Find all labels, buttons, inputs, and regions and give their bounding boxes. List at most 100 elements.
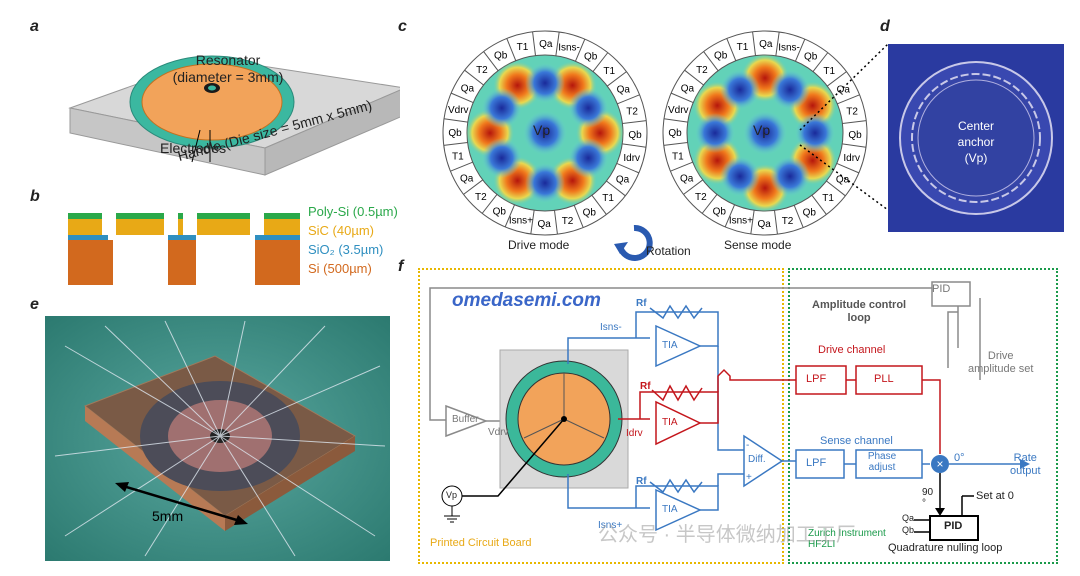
electrode-divider <box>530 210 535 235</box>
drive-channel-label: Drive channel <box>818 344 886 356</box>
tia-mid: TIA <box>662 417 678 428</box>
isns-minus-label: Isns- <box>600 322 622 333</box>
electrode-label: Qb <box>714 51 728 62</box>
layer-legend: Poly-Si (0.5µm) SiC (40µm) SiO₂ (3.5µm) … <box>308 202 398 278</box>
buffer-label: Buffer <box>452 414 479 425</box>
electrode-label: Isns+ <box>729 216 753 227</box>
electrode-divider <box>481 194 498 214</box>
diff-label: Diff. <box>748 454 766 465</box>
electrode-divider <box>606 180 626 197</box>
electrode-divider <box>842 143 867 148</box>
mode-antinode-cold <box>695 113 735 153</box>
electrode-label: Qa <box>539 39 553 50</box>
electrode-label: Qb <box>713 207 727 218</box>
panel-a-label: a <box>30 18 39 35</box>
electrode-divider <box>837 94 860 105</box>
electrode-divider <box>826 71 847 87</box>
panel-a-die-illustration <box>68 55 400 176</box>
deg90-label: 90 ° <box>922 487 933 509</box>
electrode-label: Qa <box>681 83 695 94</box>
rate-output-label: Rate output <box>1010 452 1041 478</box>
sense-channel-label: Sense channel <box>820 435 893 447</box>
electrodes-label: Electrodes <box>160 140 227 156</box>
mode-antinode-cold <box>481 88 522 128</box>
electrode-divider <box>670 161 693 172</box>
qb-out: Qb <box>902 525 915 535</box>
pll-block: PLL <box>874 373 894 385</box>
quad-outputs: Qa Qb <box>902 512 914 536</box>
electrode-label: Qa <box>617 85 631 96</box>
electrode-divider <box>450 161 473 172</box>
set-at-0-label: Set at 0 <box>976 490 1014 502</box>
deg90-1: 90 <box>922 487 934 498</box>
electrode-divider <box>443 142 468 146</box>
electrode-divider <box>573 205 584 228</box>
electrode-divider <box>826 180 846 197</box>
electrode-label: Qa <box>759 39 773 50</box>
electrode-divider <box>450 92 474 103</box>
electrode-label: T1 <box>452 152 464 163</box>
electrode-label: T1 <box>602 193 614 204</box>
electrode-divider <box>812 52 829 72</box>
scale-5mm: 5mm <box>152 508 184 524</box>
drive-amp-set: Drive amplitude set <box>968 350 1033 376</box>
mode-antinode-cold <box>770 69 810 110</box>
electrode-divider <box>775 31 780 56</box>
electrode-label: T1 <box>823 66 835 77</box>
qa-out: Qa <box>902 513 915 523</box>
anchor-line1: Center <box>957 119 995 133</box>
circuit-schematic: × <box>429 281 1030 541</box>
electrode-divider <box>726 38 737 61</box>
electrode-divider <box>663 118 688 123</box>
panel-d-anchor-image <box>888 44 1064 232</box>
drive-vp-label: Vp <box>533 122 551 138</box>
anchor-line3: (Vp) <box>964 151 988 165</box>
zurich-label-2: HF2LI <box>808 539 836 550</box>
phase-1: Phase <box>867 451 897 462</box>
rate-2: output <box>1010 465 1041 477</box>
panel-c-label: c <box>398 18 407 35</box>
rf-top: Rf <box>636 298 647 309</box>
panel-d-label: d <box>880 18 890 35</box>
phase-adjust-block: Phase adjust <box>862 451 902 473</box>
amp-loop-2: loop <box>847 312 871 324</box>
electrode-divider <box>622 143 647 148</box>
amp-loop-1: Amplitude control <box>812 299 907 311</box>
electrode-label: Vdrv <box>668 105 689 116</box>
anchor-line2: anchor <box>957 135 995 149</box>
electrode-label: Qb <box>583 207 597 218</box>
phase-2: adjust <box>868 462 896 473</box>
amp-loop-label: Amplitude control loop <box>812 299 906 325</box>
electrode-label: Qa <box>680 173 694 184</box>
quad-loop-label: Quadrature nulling loop <box>888 542 1003 554</box>
layer-si: Si (500µm) <box>308 261 372 276</box>
mode-antinode-cold <box>481 138 522 178</box>
electrode-label: Qa <box>538 219 552 230</box>
drive-mode-caption: Drive mode <box>508 238 570 252</box>
electrode-label: Qa <box>616 175 630 186</box>
electrode-label: Qa <box>460 173 474 184</box>
rf-mid: Rf <box>640 381 651 392</box>
electrode-divider <box>554 210 558 235</box>
electrode-divider <box>684 69 704 86</box>
electrode-label: T1 <box>737 42 749 53</box>
rotation-arrow-icon <box>614 224 653 261</box>
diff-minus: - <box>746 440 750 451</box>
panel-e-photo <box>45 316 390 561</box>
sense-mode-caption: Sense mode <box>724 238 792 252</box>
electrode-label: T2 <box>476 65 488 76</box>
anchor-text: Center anchor (Vp) <box>936 118 1016 166</box>
deg90-2: ° <box>922 498 926 509</box>
electrode-divider <box>504 204 515 228</box>
pid-top-label: PID <box>932 283 951 295</box>
resonator-label: Resonator <box>195 52 261 68</box>
electrode-label: Idrv <box>623 153 640 164</box>
resonator-size: (diameter = 3mm) <box>172 69 284 85</box>
electrode-label: Qb <box>803 207 817 218</box>
electrode-label: T1 <box>603 66 615 77</box>
electrode-divider <box>842 120 867 124</box>
electrode-label: T2 <box>846 106 858 117</box>
wechat-watermark: 公众号 · 半导体微纳加工工厂 <box>598 524 856 546</box>
